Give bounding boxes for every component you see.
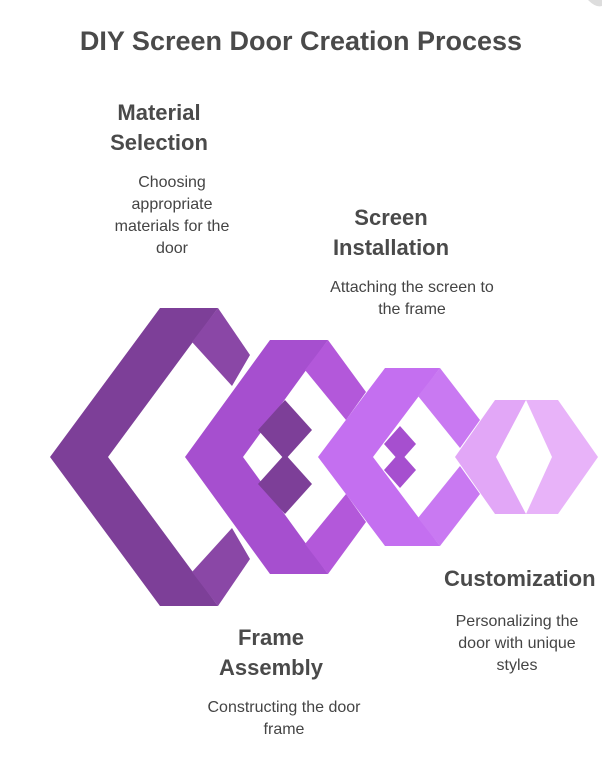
chevron-3-inner-diamond bbox=[384, 426, 416, 462]
step-desc-customization: Personalizing the door with unique style… bbox=[455, 613, 579, 674]
chevron-3-band-bottom bbox=[418, 466, 480, 546]
hexagon-upper-left bbox=[455, 400, 526, 457]
chevron-1-band-bottom bbox=[192, 528, 250, 606]
chevron-2-band-bottom bbox=[305, 494, 366, 574]
chevron-2-band-top bbox=[305, 340, 366, 420]
step-title-customization: Customization bbox=[444, 566, 596, 591]
page-title: DIY Screen Door Creation Process bbox=[79, 26, 523, 56]
step-title-screen-installation: Screen Installation bbox=[332, 205, 450, 260]
chevron-2-upper bbox=[185, 340, 328, 457]
step-title-frame-assembly: Frame Assembly bbox=[219, 625, 323, 680]
chevron-1-upper bbox=[50, 308, 218, 457]
chevron-2-lower bbox=[185, 457, 328, 574]
step-desc-screen-installation: Attaching the screen to the frame bbox=[330, 279, 494, 318]
hexagon-upper-right bbox=[526, 400, 598, 457]
chevron-2-inner-diamond bbox=[258, 400, 312, 460]
chevron-1-band-top bbox=[192, 308, 250, 386]
chevron-3-upper bbox=[318, 368, 440, 457]
chevron-2-inner-diamond-low bbox=[258, 454, 312, 514]
step-desc-frame-assembly: Constructing the door frame bbox=[207, 699, 361, 738]
shape-frame-assembly bbox=[185, 340, 366, 574]
shape-customization bbox=[455, 400, 598, 514]
hexagon-center bbox=[514, 440, 540, 474]
shape-material-selection bbox=[50, 308, 250, 606]
hexagon-lower-right bbox=[526, 457, 598, 514]
chevron-1-lower bbox=[50, 457, 218, 606]
corner-mark-icon bbox=[588, 0, 602, 7]
shape-screen-installation bbox=[318, 368, 480, 546]
chevron-3-band-top bbox=[418, 368, 480, 448]
step-desc-material-selection: Choosing appropriate materials for the d… bbox=[114, 174, 230, 257]
step-title-material-selection: Material Selection bbox=[110, 100, 208, 155]
chevron-3-lower bbox=[318, 457, 440, 546]
hexagon-lower-left bbox=[455, 457, 526, 514]
chevron-3-inner-diamond-low bbox=[384, 452, 416, 488]
